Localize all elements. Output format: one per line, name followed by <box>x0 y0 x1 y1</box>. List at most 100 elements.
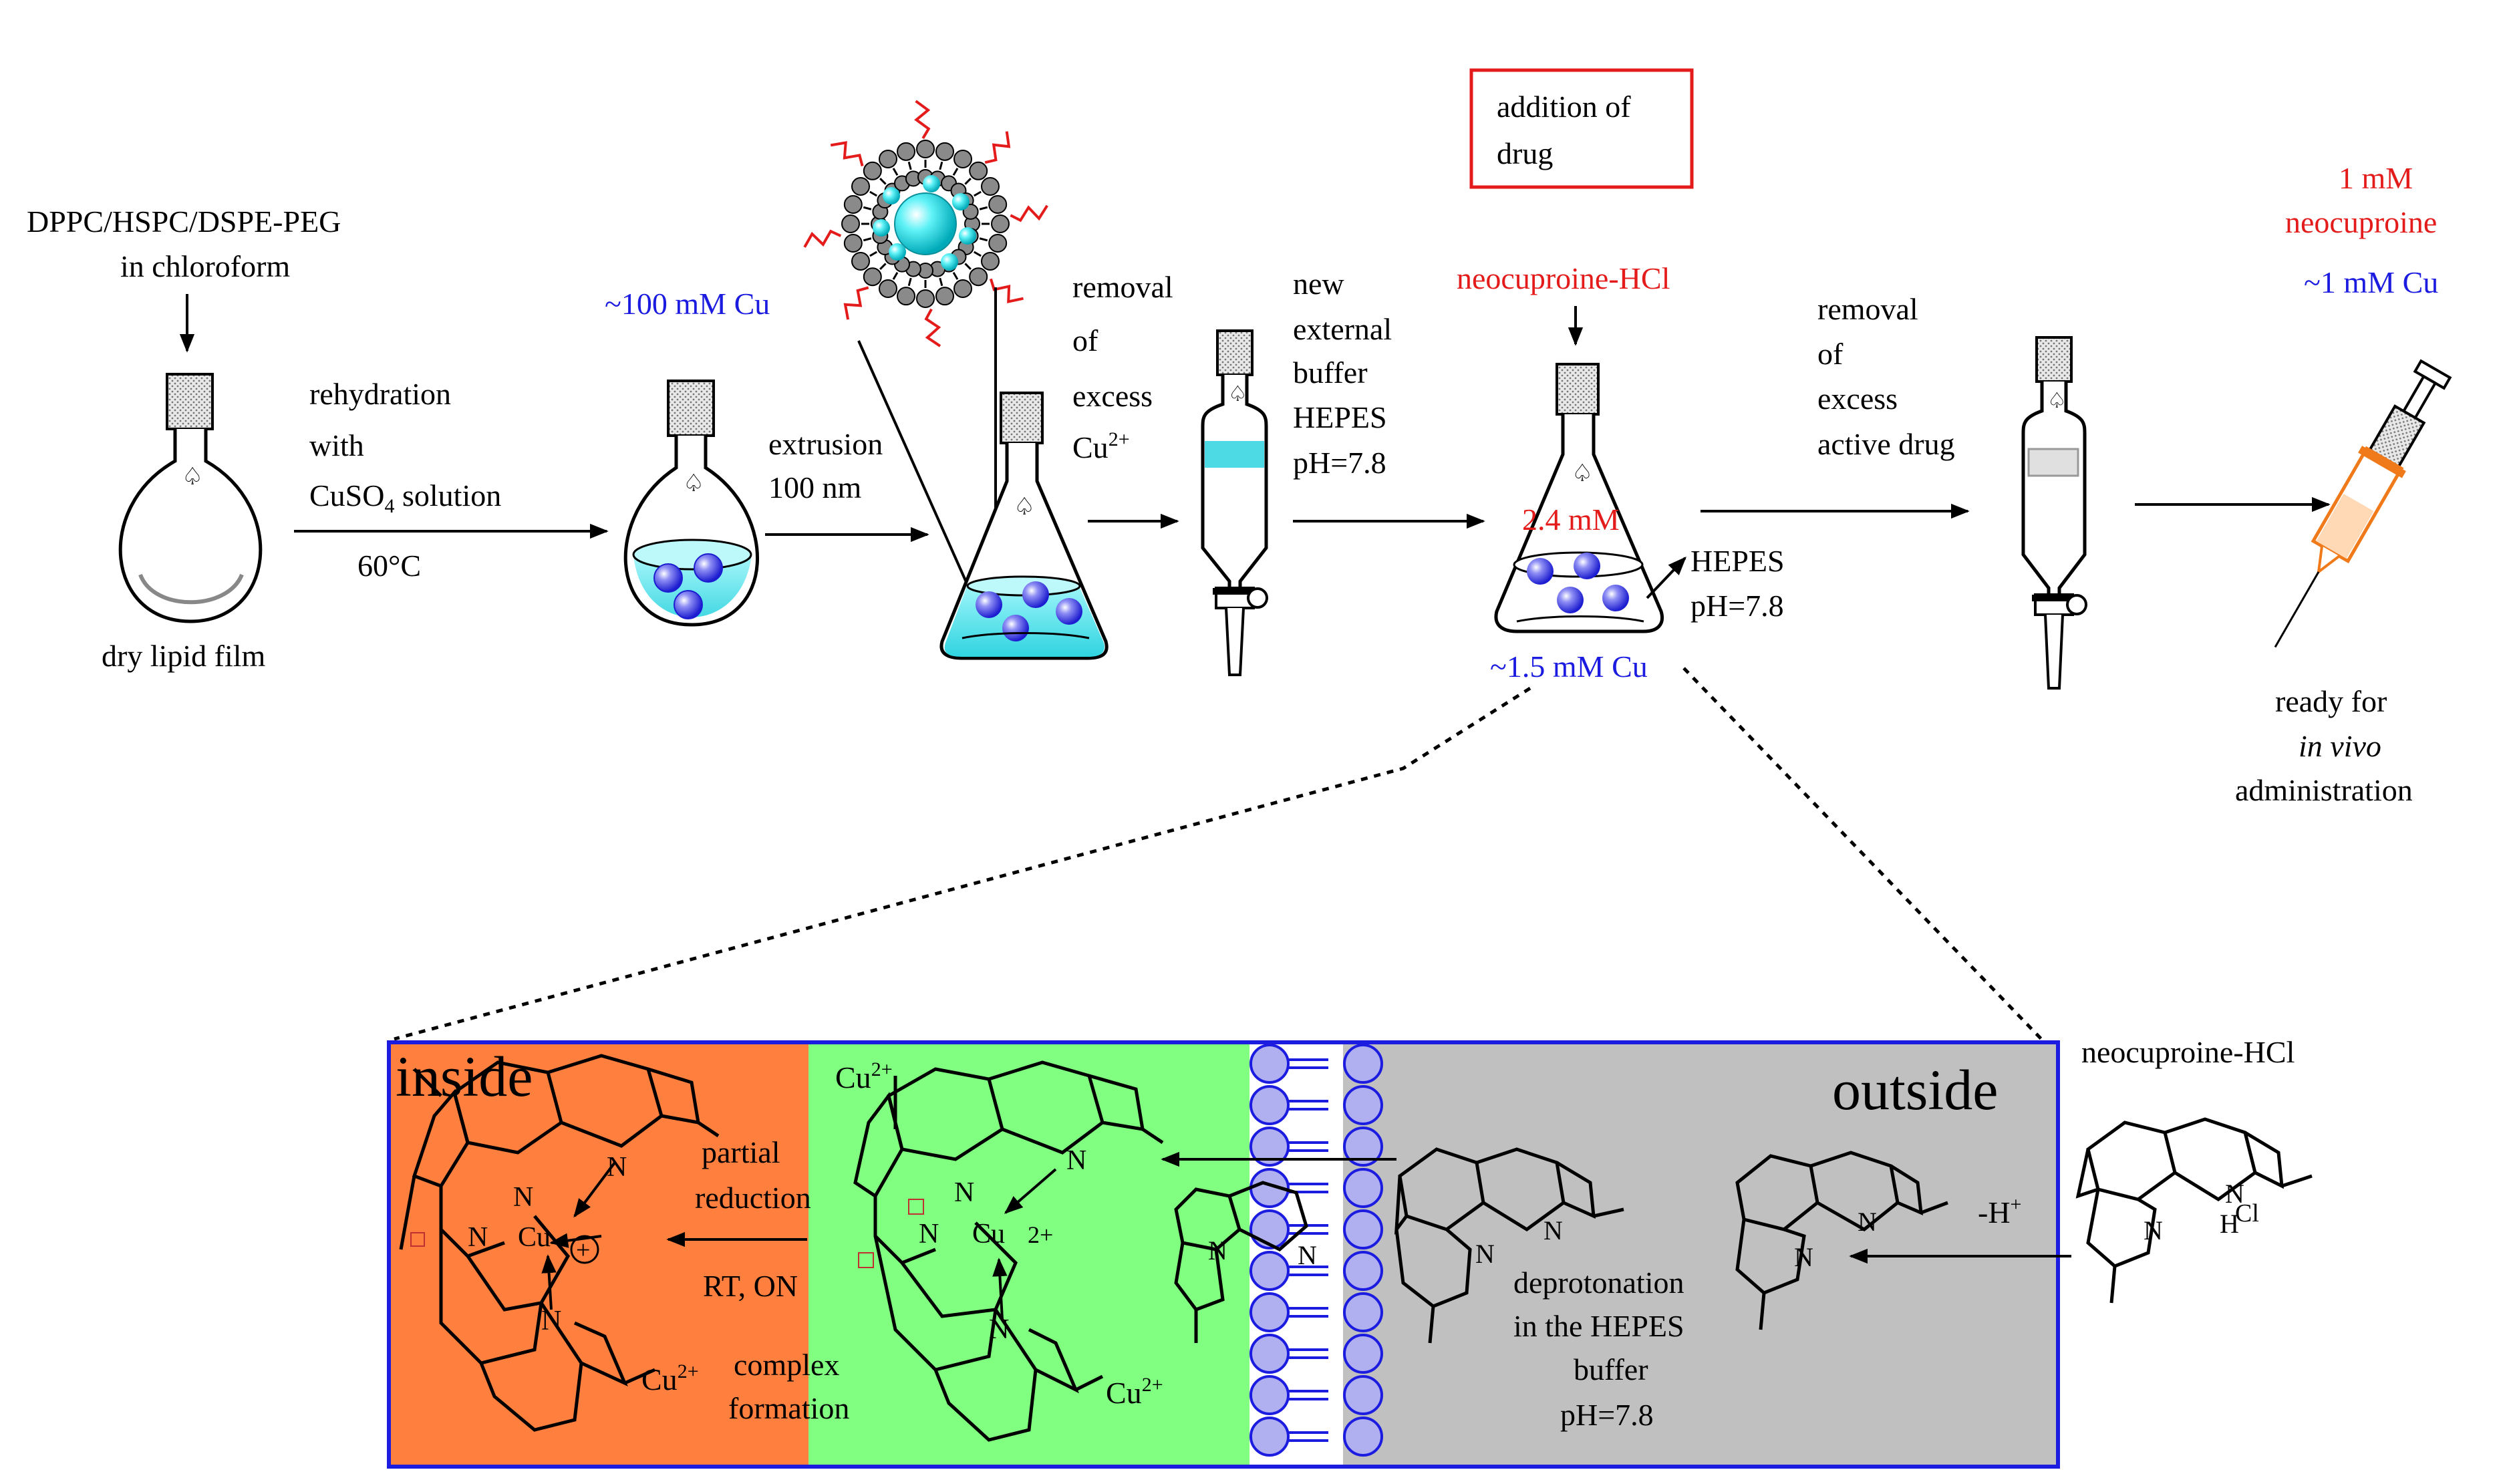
n-atom-inside-3: N <box>607 1152 627 1183</box>
deprot-2: in the HEPES <box>1513 1309 1684 1343</box>
svg-text:♤: ♤ <box>2047 388 2067 412</box>
cu-green-right: Cu2+ <box>1106 1374 1163 1410</box>
buffer-3: buffer <box>1293 355 1368 390</box>
temperature-label: 60°C <box>357 549 421 583</box>
phenanthroline-structure-icon <box>2075 1117 2313 1304</box>
removal-cu-2: of <box>1072 323 1098 357</box>
hepes-2: pH=7.8 <box>1690 589 1784 623</box>
panel-border <box>387 1040 2060 1469</box>
n-atom-out-1: N <box>1475 1239 1495 1269</box>
ready-2: in vivo <box>2299 729 2381 763</box>
deprot-3: buffer <box>1574 1352 1648 1386</box>
partial-1: partial <box>702 1135 780 1169</box>
n-atom-green-2: N <box>954 1177 974 1208</box>
liposome-icon <box>803 100 1048 347</box>
outside-region <box>1343 1042 2058 1467</box>
rt-on: RT, ON <box>703 1269 798 1303</box>
final-cu: ~1 mM Cu <box>2304 265 2438 299</box>
phenanthroline-structure-icon <box>1174 1181 1308 1343</box>
removal-drug-4: active drug <box>1817 427 1955 461</box>
zoom-dashed-left <box>394 686 1531 1041</box>
neocuproine-hcl-red: neocuproine-HCl <box>1457 261 1670 295</box>
dry-film-label: dry lipid film <box>102 639 266 673</box>
phenanthroline-structure-icon <box>399 1054 720 1432</box>
n-atom-out-2: N <box>1543 1215 1563 1245</box>
rehydration-2: with <box>309 428 364 462</box>
hepes-1: HEPES <box>1690 544 1785 578</box>
svg-text:♤: ♤ <box>1572 460 1593 486</box>
membrane-panel <box>387 1040 2060 1469</box>
svg-text:♤: ♤ <box>182 463 203 490</box>
removal-cu-3: excess <box>1072 379 1153 413</box>
n-atom-inside-2: N <box>513 1182 533 1213</box>
complex-1: complex <box>734 1348 839 1382</box>
cu-charge-green: 2+ <box>1028 1221 1053 1248</box>
extrusion-1: extrusion <box>768 427 883 461</box>
n-atom-green-1: N <box>919 1219 939 1249</box>
lipid-label-2: in chloroform <box>120 249 290 283</box>
cu-green-top: Cu2+ <box>835 1058 893 1094</box>
plus-circle <box>570 1235 599 1264</box>
removal-cu-1: removal <box>1072 270 1173 304</box>
n-atom-inside-4: N <box>541 1306 561 1336</box>
h-atom: H <box>2220 1209 2239 1239</box>
syringe-icon <box>2274 359 2452 648</box>
ready-1: ready for <box>2275 684 2387 718</box>
svg-text:♤: ♤ <box>1228 382 1247 406</box>
conc-24-label: 2.4 mM <box>1522 502 1620 537</box>
complex-2: formation <box>728 1391 849 1425</box>
removal-drug-3: excess <box>1817 382 1898 416</box>
addition-1: addition of <box>1497 90 1631 124</box>
middle-region <box>808 1042 1249 1467</box>
rehydration-1: rehydration <box>309 377 451 411</box>
n-atom-inside-1: N <box>468 1222 488 1253</box>
rehydration-3: CuSO4 solution <box>309 478 501 517</box>
n-atom-green-3: N <box>1066 1145 1086 1176</box>
buffer-2: external <box>1293 312 1392 346</box>
erlenmeyer-flask-icon: ♤ <box>1494 363 1664 633</box>
cl-atom: Cl <box>2235 1199 2259 1227</box>
inside-label: inside <box>396 1044 533 1108</box>
buffer-4: HEPES <box>1293 400 1387 434</box>
lipid-bilayer <box>1249 1044 1383 1457</box>
buffer-5: pH=7.8 <box>1293 446 1386 480</box>
partial-2: reduction <box>695 1181 811 1215</box>
n-atom-out-3: N <box>1794 1242 1813 1272</box>
addition-box <box>1469 68 1694 189</box>
cu-15-label: ~1.5 mM Cu <box>1490 649 1648 684</box>
n-atom-hcl-1: N <box>2144 1215 2163 1245</box>
minus-h: -H+ <box>1978 1193 2021 1229</box>
deprot-1: deprotonation <box>1513 1266 1684 1300</box>
deprot-4: pH=7.8 <box>1560 1398 1654 1432</box>
final-conc-2: neocuproine <box>2285 205 2437 239</box>
cu-inside-bottom: Cu2+ <box>641 1360 699 1396</box>
zoom-line <box>857 340 970 589</box>
svg-text:♤: ♤ <box>1014 493 1035 520</box>
n-atom-membrane-2: N <box>1298 1240 1317 1270</box>
addition-2: drug <box>1497 136 1553 170</box>
round-bottom-flask-icon: ♤ <box>118 373 263 623</box>
n-atom-membrane-1: N <box>1208 1235 1227 1266</box>
plus-sign: + <box>576 1236 590 1264</box>
buffer-1: new <box>1293 267 1344 301</box>
neocuproine-hcl-label: neocuproine-HCl <box>2081 1035 2295 1069</box>
extrusion-2: 100 nm <box>768 470 862 504</box>
separatory-funnel-icon: ♤ <box>2021 336 2087 690</box>
separatory-funnel-icon: ♤ <box>1201 329 1268 676</box>
phenanthroline-structure-icon <box>853 1060 1164 1442</box>
erlenmeyer-flask-icon: ♤ <box>939 392 1109 660</box>
n-atom-hcl-2: N <box>2225 1179 2244 1209</box>
cu-atom-green: Cu <box>972 1219 1005 1249</box>
ready-3: administration <box>2235 773 2413 807</box>
round-bottom-flask-icon: ♤ <box>623 380 760 627</box>
cu-100-label: ~100 mM Cu <box>605 287 770 321</box>
removal-cu-4: Cu2+ <box>1072 428 1130 464</box>
svg-text:♤: ♤ <box>683 470 704 496</box>
phenanthroline-structure-icon <box>1394 1147 1624 1344</box>
removal-drug-1: removal <box>1817 292 1918 326</box>
final-conc-1: 1 mM <box>2339 161 2413 195</box>
n-atom-out-4: N <box>1858 1207 1877 1237</box>
arrow-hepes <box>1646 556 1686 599</box>
outside-label: outside <box>1832 1058 1998 1122</box>
